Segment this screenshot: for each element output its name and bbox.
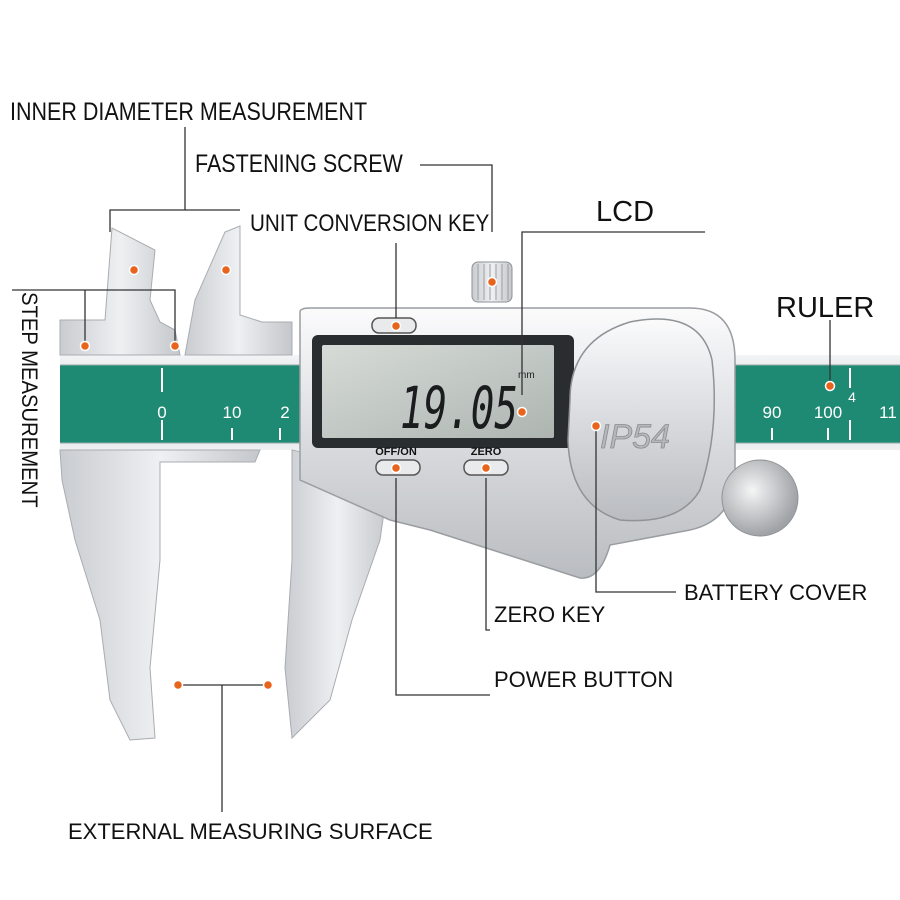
marker-battery (590, 420, 602, 432)
marker-power (390, 462, 402, 474)
off-on-label: OFF/ON (375, 446, 417, 458)
marker-inner-left (128, 264, 140, 276)
marker-zero (480, 462, 492, 474)
marker-unit-key (390, 320, 402, 332)
label-inner-diameter: INNER DIAMETER MEASUREMENT (10, 98, 368, 126)
markers (79, 264, 836, 691)
left-tick-marks (161, 368, 281, 440)
lcd-unit: mm (518, 370, 535, 381)
ip54-badge: IP54 (600, 418, 670, 456)
lcd-reading: 19.05 (400, 374, 518, 442)
tick-label-0: 0 (157, 403, 166, 422)
marker-step-left (79, 340, 91, 352)
label-power-button: POWER BUTTON (494, 667, 674, 692)
zero-label: ZERO (471, 446, 502, 458)
label-step-measurement: STEP MEASUREMENT (17, 292, 42, 508)
label-lcd: LCD (596, 196, 655, 228)
battery-cover (567, 318, 715, 522)
inch-mark: 4 (848, 389, 856, 405)
marker-ruler (824, 380, 836, 392)
lcd-screen (322, 345, 554, 438)
tick-label-100: 100 (814, 403, 842, 422)
label-ruler: RULER (776, 292, 875, 324)
label-zero-key: ZERO KEY (494, 602, 606, 627)
tick-label-20: 2 (280, 403, 289, 422)
tick-label-90: 90 (763, 403, 782, 422)
marker-step-right (169, 340, 181, 352)
sliding-upper-jaw (184, 225, 293, 356)
marker-lcd (516, 406, 528, 418)
right-tick-marks (771, 368, 851, 440)
fixed-lower-jaw (59, 449, 261, 741)
fixed-upper-jaw (59, 227, 181, 356)
tick-label-110: 11 (879, 403, 897, 422)
thumb-wheel (721, 459, 799, 537)
label-battery-cover: BATTERY COVER (684, 580, 868, 605)
leader-lines (12, 127, 831, 812)
marker-ext-right (262, 679, 274, 691)
label-unit-conversion-key: UNIT CONVERSION KEY (250, 210, 490, 237)
label-fastening-screw: FASTENING SCREW (195, 150, 403, 178)
tick-label-10: 10 (223, 403, 242, 422)
label-external-surface: EXTERNAL MEASURING SURFACE (68, 819, 433, 844)
marker-ext-left (172, 679, 184, 691)
marker-screw (486, 276, 498, 288)
marker-inner-right (220, 264, 232, 276)
